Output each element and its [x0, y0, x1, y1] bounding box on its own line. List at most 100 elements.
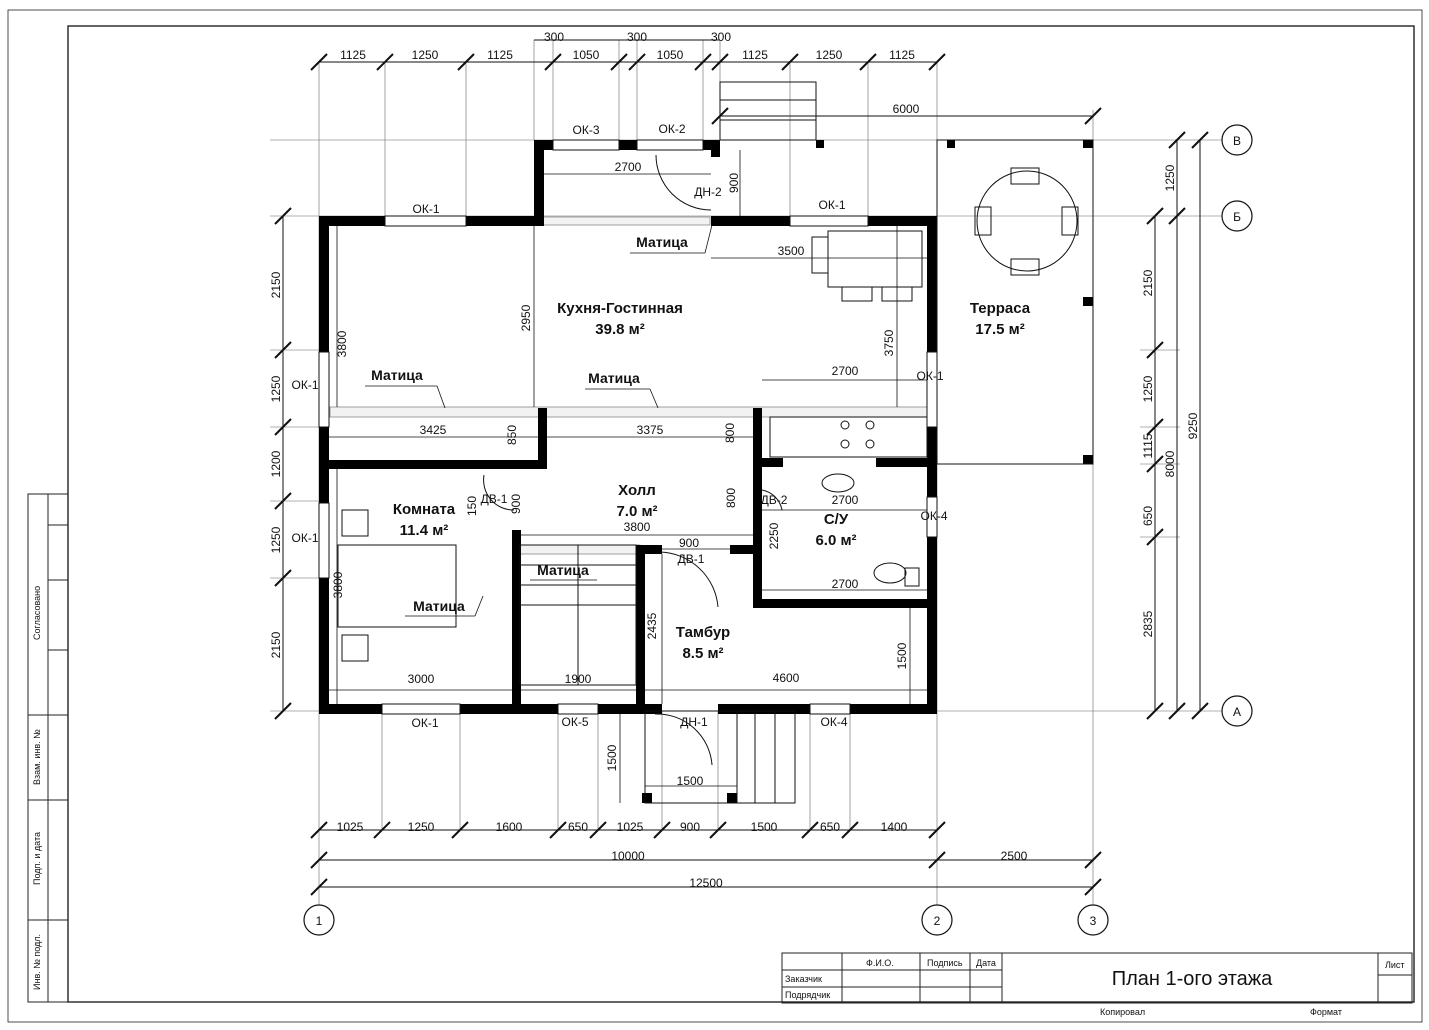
stamp-date: Дата [976, 958, 996, 968]
dim-top-small-3: 300 [711, 30, 731, 44]
stamp-fio: Ф.И.О. [866, 958, 894, 968]
dim-int-2700a: 2700 [615, 160, 642, 174]
dim-int-3800b: 3800 [624, 520, 651, 534]
room-name-tambur: Тамбур [676, 624, 730, 641]
axis-label-a: А [1233, 705, 1241, 719]
dim-int-3500: 3500 [778, 244, 805, 258]
dim-top-2: 1250 [412, 48, 439, 62]
dim-bottom-3: 1600 [496, 820, 523, 834]
dim-int-2700c: 2700 [832, 493, 859, 507]
dimension-lines [282, 39, 1201, 888]
dim-top-1: 1125 [340, 48, 366, 62]
room-area-terrace: 17.5 м² [975, 321, 1024, 338]
beam-label-room: Матица [413, 598, 465, 614]
dim-int-1500a: 1500 [895, 642, 909, 669]
dim-int-150: 150 [465, 496, 479, 516]
dim-total-2500: 2500 [1001, 849, 1028, 863]
beam-label-stairs: Матица [537, 562, 589, 578]
dim-int-1500c: 1500 [677, 774, 704, 788]
dim-int-3800a: 3800 [335, 330, 349, 357]
opening-dn2: ДН-2 [694, 185, 722, 199]
dim-left-4: 1250 [269, 526, 283, 553]
side-stamp-sign-date: Подп. и дата [32, 832, 42, 885]
beam-label-top: Матица [636, 234, 688, 250]
dim-left-2: 1250 [269, 375, 283, 402]
axis-label-2: 2 [934, 914, 941, 928]
dim-int-800a: 800 [723, 423, 737, 443]
dim-int-1500b: 1500 [605, 744, 619, 771]
dim-int-3425: 3425 [420, 423, 447, 437]
dim-int-2435: 2435 [645, 612, 659, 639]
beam-leaders [365, 224, 713, 617]
dim-bottom-2: 1250 [408, 820, 435, 834]
dim-top-4: 1050 [573, 48, 600, 62]
dim-int-3375: 3375 [637, 423, 664, 437]
room-area-room: 11.4 м² [400, 522, 449, 539]
opening-ok1-bottom: ОК-1 [412, 716, 439, 730]
dim-right-6: 2835 [1141, 610, 1155, 637]
dim-left-3: 1200 [269, 450, 283, 477]
dim-int-900b: 900 [509, 494, 523, 514]
dim-bottom-4: 650 [568, 820, 588, 834]
room-name-kitchen: Кухня-Гостинная [557, 300, 683, 317]
dim-left-5: 2150 [269, 631, 283, 658]
sheet-title: План 1-ого этажа [1112, 968, 1273, 990]
dim-top-8: 1125 [889, 48, 915, 62]
opening-ok4-right: ОК-4 [921, 509, 948, 523]
dim-bottom-9: 1400 [881, 820, 908, 834]
dim-int-2700b: 2700 [832, 364, 859, 378]
side-stamp-inv-orig: Инв. № подл. [32, 934, 42, 990]
dim-total-12500: 12500 [689, 876, 723, 890]
opening-ok1-left2: ОК-1 [292, 531, 319, 545]
dim-int-900a: 900 [727, 173, 741, 193]
title-block [781, 952, 1413, 1004]
side-stamp-agreed: Согласовано [32, 586, 42, 640]
axis-label-1: 1 [316, 914, 323, 928]
axis-label-v: В [1233, 134, 1241, 148]
dim-int-850: 850 [505, 425, 519, 445]
side-stamp [27, 493, 69, 1003]
dim-int-3750: 3750 [882, 329, 896, 356]
dim-int-2250: 2250 [767, 522, 781, 549]
stamp-sheet: Лист [1385, 960, 1405, 970]
dim-top-small-2: 300 [627, 30, 647, 44]
interior-dimension-lines [329, 150, 927, 803]
opening-ok5: ОК-5 [562, 715, 589, 729]
dim-top-7: 1250 [816, 48, 843, 62]
axis-label-3: 3 [1090, 914, 1097, 928]
dim-int-3000: 3000 [408, 672, 435, 686]
room-area-tambur: 8.5 м² [682, 645, 723, 662]
axis-label-b: Б [1233, 210, 1241, 224]
dim-porch-width: 6000 [893, 102, 920, 116]
opening-ok2: ОК-2 [659, 122, 686, 136]
room-name-room: Комната [393, 501, 456, 518]
beam-label-left: Матица [371, 367, 423, 383]
dim-right-8000: 8000 [1163, 450, 1177, 477]
room-area-wc: 6.0 м² [815, 532, 856, 549]
dim-right-3: 1250 [1141, 375, 1155, 402]
walls [319, 140, 1093, 803]
grid-lines [270, 40, 1222, 905]
beam-label-center: Матица [588, 370, 640, 386]
room-area-hall: 7.0 м² [616, 503, 657, 520]
opening-dv2: ДВ-2 [761, 493, 788, 507]
dim-right-4: 1115 [1141, 433, 1155, 458]
opening-dv1-room: ДВ-1 [481, 492, 508, 506]
dim-right-1: 1250 [1163, 164, 1177, 191]
windows [318, 139, 938, 715]
dim-total-10000: 10000 [611, 849, 645, 863]
dim-int-3800c: 3800 [331, 571, 345, 598]
dim-int-900c: 900 [679, 536, 699, 550]
room-name-terrace: Терраса [970, 300, 1031, 317]
dim-int-4600: 4600 [773, 671, 800, 685]
dim-right-9250: 9250 [1186, 412, 1200, 439]
stamp-copied: Копировал [1100, 1007, 1145, 1017]
dimension-ticks [274, 53, 1209, 896]
opening-ok1-kitchen: ОК-1 [819, 198, 846, 212]
terrace-and-stairs [483, 81, 1094, 804]
dim-bottom-1: 1025 [337, 820, 364, 834]
dim-int-2700d: 2700 [832, 577, 859, 591]
dim-bottom-5: 1025 [617, 820, 644, 834]
opening-dv1-tambur: ДВ-1 [678, 552, 705, 566]
